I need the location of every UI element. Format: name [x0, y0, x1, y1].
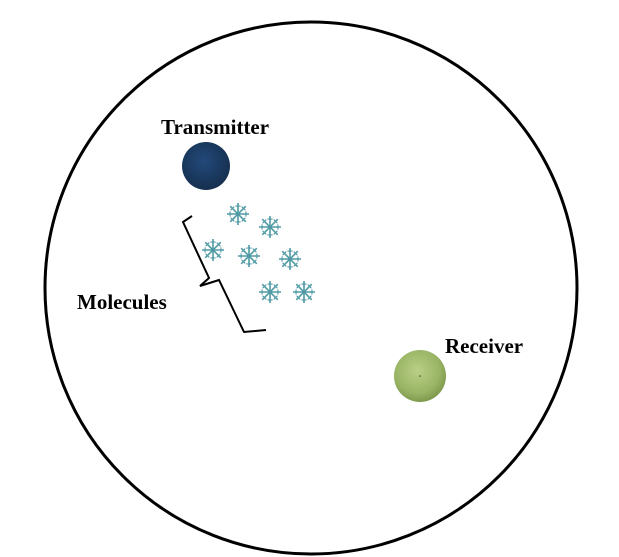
receiver-center-dot [419, 375, 421, 377]
molecule-4-icon [238, 245, 260, 267]
molecule-3-icon [202, 239, 224, 261]
molecules-label: Molecules [77, 290, 167, 314]
molecules-group [202, 203, 315, 303]
molecule-2-icon [259, 216, 281, 238]
molecule-5-icon [279, 248, 301, 270]
environment-boundary [43, 20, 579, 556]
molecule-6-icon [259, 281, 281, 303]
molecule-7-icon [293, 281, 315, 303]
molecule-1-icon [227, 203, 249, 225]
molecules-brace [181, 215, 267, 334]
transmitter-node [182, 142, 230, 190]
receiver-label: Receiver [445, 334, 523, 358]
transmitter-label: Transmitter [161, 115, 269, 139]
